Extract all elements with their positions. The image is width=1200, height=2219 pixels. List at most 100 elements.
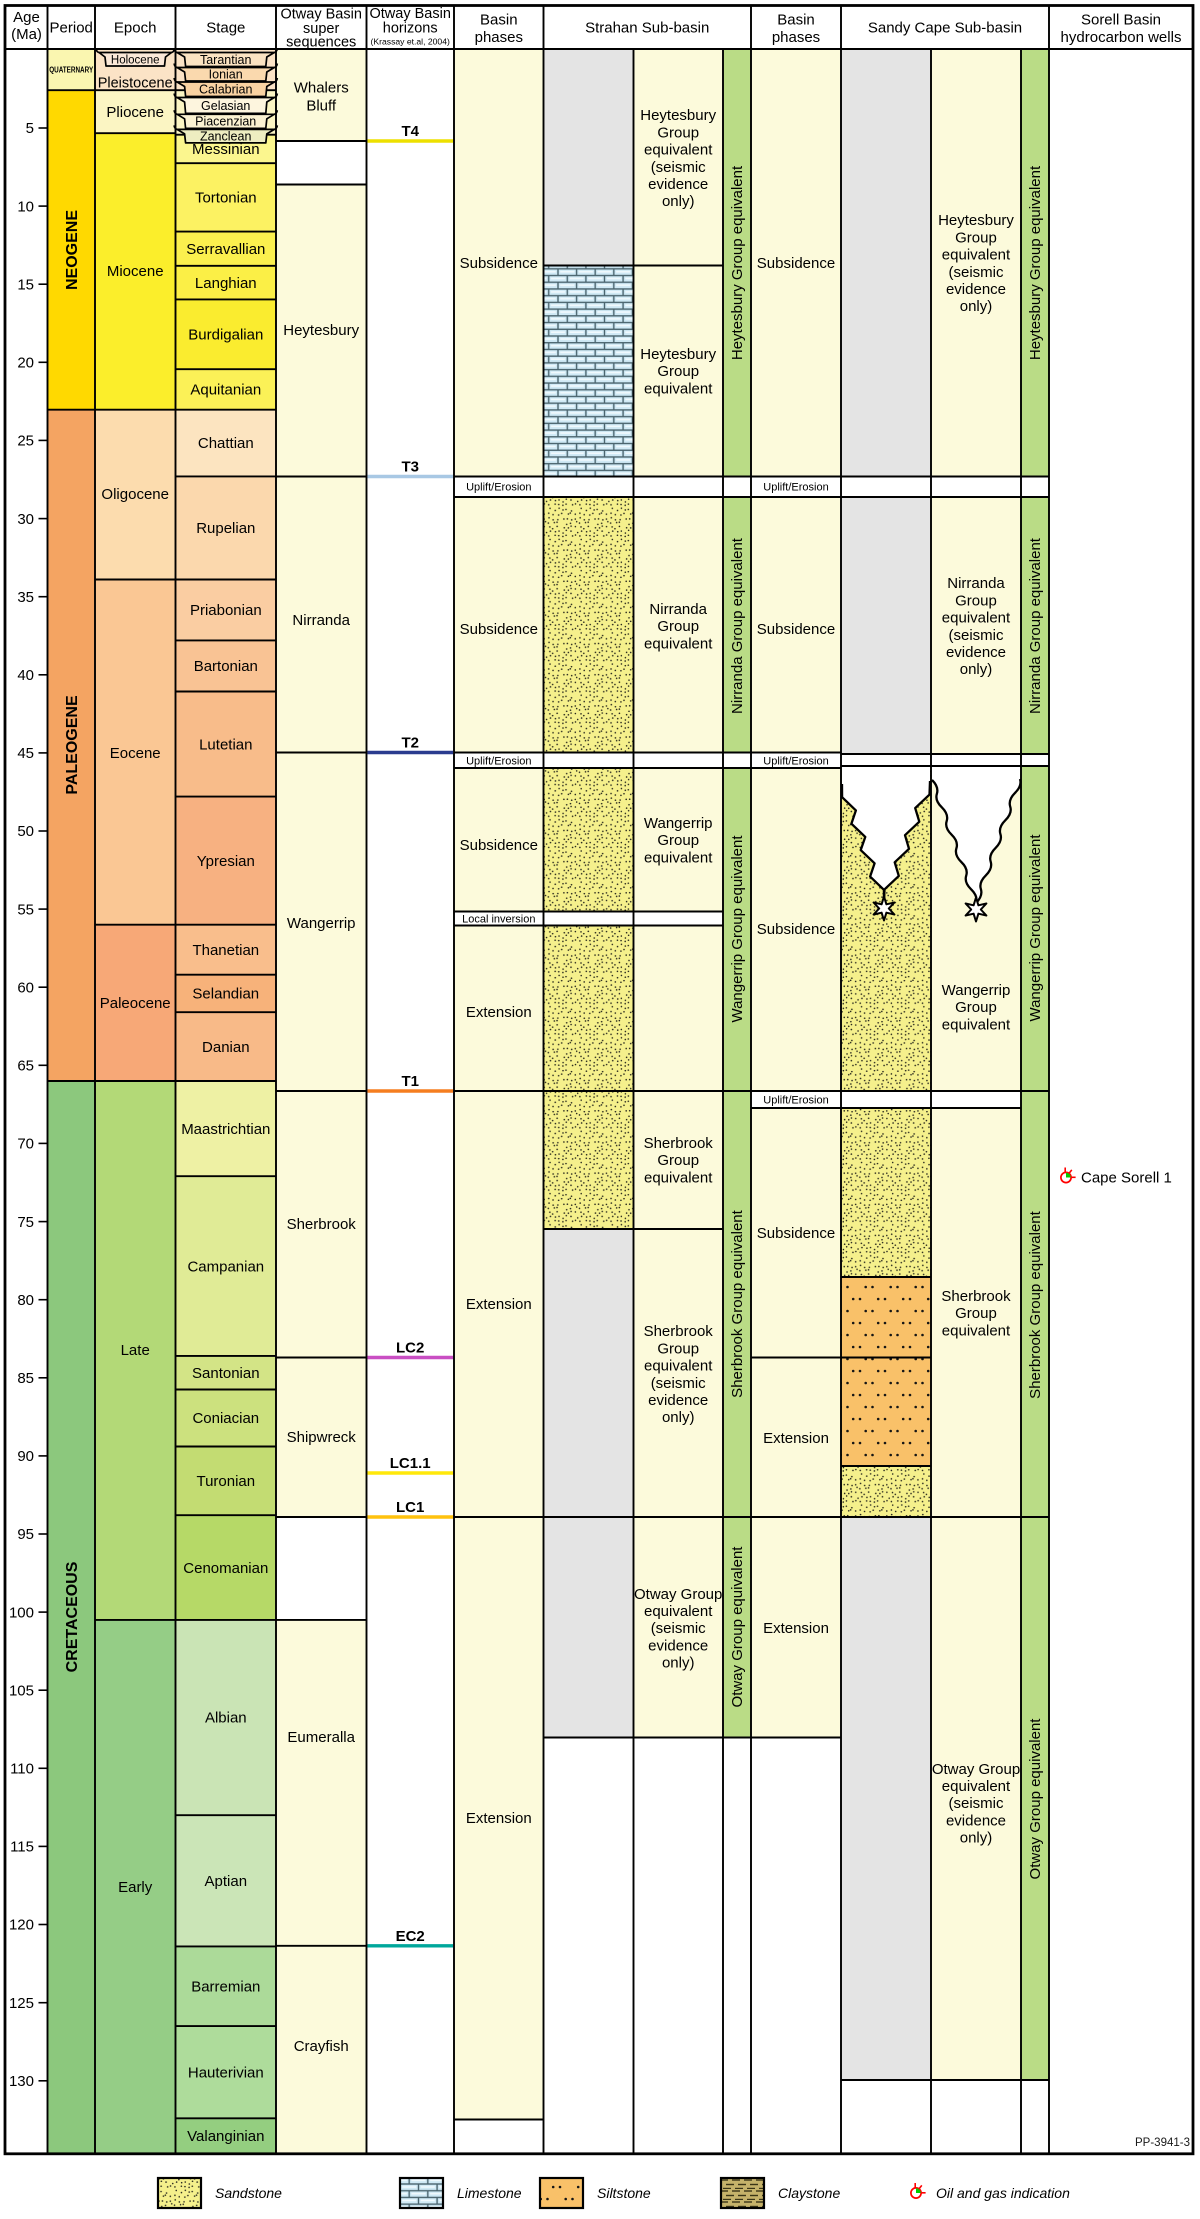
- svg-text:evidence: evidence: [648, 1392, 708, 1409]
- svg-text:50: 50: [17, 823, 34, 840]
- svg-text:Sherbrook: Sherbrook: [941, 1288, 1011, 1305]
- svg-text:equivalent: equivalent: [942, 247, 1011, 264]
- svg-text:Group: Group: [955, 999, 997, 1016]
- svg-text:T3: T3: [401, 459, 419, 476]
- svg-text:T4: T4: [401, 123, 419, 140]
- svg-text:Subsidence: Subsidence: [757, 1225, 835, 1242]
- svg-text:(seismic: (seismic: [949, 627, 1004, 644]
- svg-text:Heytesbury: Heytesbury: [640, 346, 716, 363]
- svg-text:Campanian: Campanian: [187, 1258, 264, 1275]
- svg-text:Group: Group: [657, 832, 699, 849]
- svg-text:(Krassay et.al, 2004): (Krassay et.al, 2004): [371, 37, 450, 47]
- svg-text:Nirranda: Nirranda: [649, 601, 707, 618]
- svg-text:20: 20: [17, 355, 34, 372]
- svg-text:Bartonian: Bartonian: [194, 658, 258, 675]
- svg-text:Priabonian: Priabonian: [190, 602, 262, 619]
- svg-text:Bluff: Bluff: [306, 98, 337, 115]
- svg-text:Holocene: Holocene: [111, 54, 160, 66]
- svg-text:T1: T1: [401, 1073, 419, 1090]
- svg-text:Pleistocene: Pleistocene: [98, 76, 173, 92]
- svg-text:80: 80: [17, 1292, 34, 1309]
- svg-text:Gelasian: Gelasian: [201, 99, 250, 113]
- svg-text:Wangerrip: Wangerrip: [942, 982, 1011, 999]
- svg-text:Heytesbury: Heytesbury: [640, 107, 716, 124]
- svg-text:(seismic: (seismic: [949, 1795, 1004, 1812]
- svg-text:Siltstone: Siltstone: [597, 2185, 651, 2201]
- svg-text:Local inversion: Local inversion: [462, 914, 535, 926]
- svg-text:Tortonian: Tortonian: [195, 190, 257, 207]
- svg-text:QUATERNARY: QUATERNARY: [49, 66, 94, 75]
- svg-text:Aptian: Aptian: [205, 1873, 248, 1890]
- svg-text:130: 130: [9, 2073, 34, 2090]
- svg-text:evidence: evidence: [946, 1812, 1006, 1829]
- svg-text:Santonian: Santonian: [192, 1365, 260, 1382]
- svg-text:Subsidence: Subsidence: [460, 255, 538, 272]
- svg-text:10: 10: [17, 198, 34, 215]
- svg-text:Wangerrip: Wangerrip: [287, 915, 356, 932]
- svg-text:Heytesbury Group equivalent: Heytesbury Group equivalent: [729, 165, 746, 360]
- svg-text:Sherbrook: Sherbrook: [644, 1323, 714, 1340]
- svg-text:LC2: LC2: [396, 1340, 424, 1357]
- svg-text:Otway Group: Otway Group: [634, 1586, 722, 1603]
- svg-text:Epoch: Epoch: [114, 20, 157, 37]
- svg-text:Group: Group: [657, 1152, 699, 1169]
- svg-text:equivalent: equivalent: [644, 849, 713, 866]
- svg-text:Paleocene: Paleocene: [100, 995, 171, 1012]
- svg-text:Valanginian: Valanginian: [187, 2128, 264, 2145]
- svg-text:Nirranda Group equivalent: Nirranda Group equivalent: [1027, 537, 1044, 714]
- svg-text:Maastrichtian: Maastrichtian: [181, 1121, 270, 1138]
- svg-text:LC1.1: LC1.1: [390, 1455, 431, 1472]
- svg-text:105: 105: [9, 1682, 34, 1699]
- svg-text:Oligocene: Oligocene: [101, 486, 169, 503]
- svg-text:Lutetian: Lutetian: [199, 736, 252, 753]
- svg-text:Serravallian: Serravallian: [186, 241, 265, 258]
- svg-text:Sherbrook: Sherbrook: [287, 1216, 357, 1233]
- svg-text:Otway Basin: Otway Basin: [280, 7, 361, 23]
- svg-text:only): only): [960, 661, 993, 678]
- svg-text:Uplift/Erosion: Uplift/Erosion: [763, 1095, 828, 1107]
- svg-text:70: 70: [17, 1136, 34, 1153]
- svg-text:T2: T2: [401, 735, 419, 752]
- svg-text:phases: phases: [772, 29, 820, 46]
- svg-text:75: 75: [17, 1214, 34, 1231]
- svg-text:Hauterivian: Hauterivian: [188, 2064, 264, 2081]
- svg-text:PALEOGENE: PALEOGENE: [64, 695, 81, 795]
- svg-text:Age: Age: [13, 9, 40, 26]
- svg-text:Basin: Basin: [777, 12, 815, 29]
- svg-text:Group: Group: [955, 1305, 997, 1322]
- svg-text:Aquitanian: Aquitanian: [190, 382, 261, 399]
- svg-text:Late: Late: [121, 1342, 150, 1359]
- svg-text:equivalent: equivalent: [942, 1778, 1011, 1795]
- svg-text:sequences: sequences: [286, 35, 356, 51]
- svg-text:(seismic: (seismic: [651, 1620, 706, 1637]
- svg-text:EC2: EC2: [396, 1928, 425, 1945]
- svg-text:Group: Group: [657, 124, 699, 141]
- svg-text:Stage: Stage: [206, 20, 245, 37]
- svg-text:Period: Period: [50, 20, 93, 37]
- svg-text:Coniacian: Coniacian: [192, 1410, 259, 1427]
- svg-text:40: 40: [17, 667, 34, 684]
- svg-text:115: 115: [10, 1839, 34, 1856]
- svg-text:Whalers: Whalers: [294, 80, 349, 97]
- svg-text:Extension: Extension: [763, 1430, 829, 1447]
- svg-text:Shipwreck: Shipwreck: [287, 1429, 357, 1446]
- svg-text:Nirranda Group equivalent: Nirranda Group equivalent: [729, 537, 746, 714]
- svg-text:60: 60: [17, 979, 34, 996]
- svg-text:5: 5: [26, 120, 34, 137]
- svg-text:Subsidence: Subsidence: [460, 837, 538, 854]
- svg-text:Heytesbury: Heytesbury: [938, 212, 1014, 229]
- svg-text:Cenomanian: Cenomanian: [183, 1560, 268, 1577]
- svg-text:equivalent: equivalent: [942, 1017, 1011, 1034]
- svg-text:hydrocarbon wells: hydrocarbon wells: [1061, 29, 1182, 46]
- svg-text:only): only): [662, 1409, 695, 1426]
- svg-text:35: 35: [17, 589, 34, 606]
- svg-text:Pliocene: Pliocene: [106, 104, 164, 121]
- svg-text:(Ma): (Ma): [11, 26, 42, 43]
- svg-text:Extension: Extension: [763, 1620, 829, 1637]
- svg-text:(seismic: (seismic: [651, 159, 706, 176]
- svg-text:Group: Group: [955, 593, 997, 610]
- svg-text:Heytesbury Group equivalent: Heytesbury Group equivalent: [1027, 165, 1044, 360]
- svg-text:Oil and gas indication: Oil and gas indication: [936, 2185, 1070, 2201]
- svg-text:Strahan Sub-basin: Strahan Sub-basin: [585, 20, 709, 37]
- svg-text:Messinian: Messinian: [192, 141, 260, 158]
